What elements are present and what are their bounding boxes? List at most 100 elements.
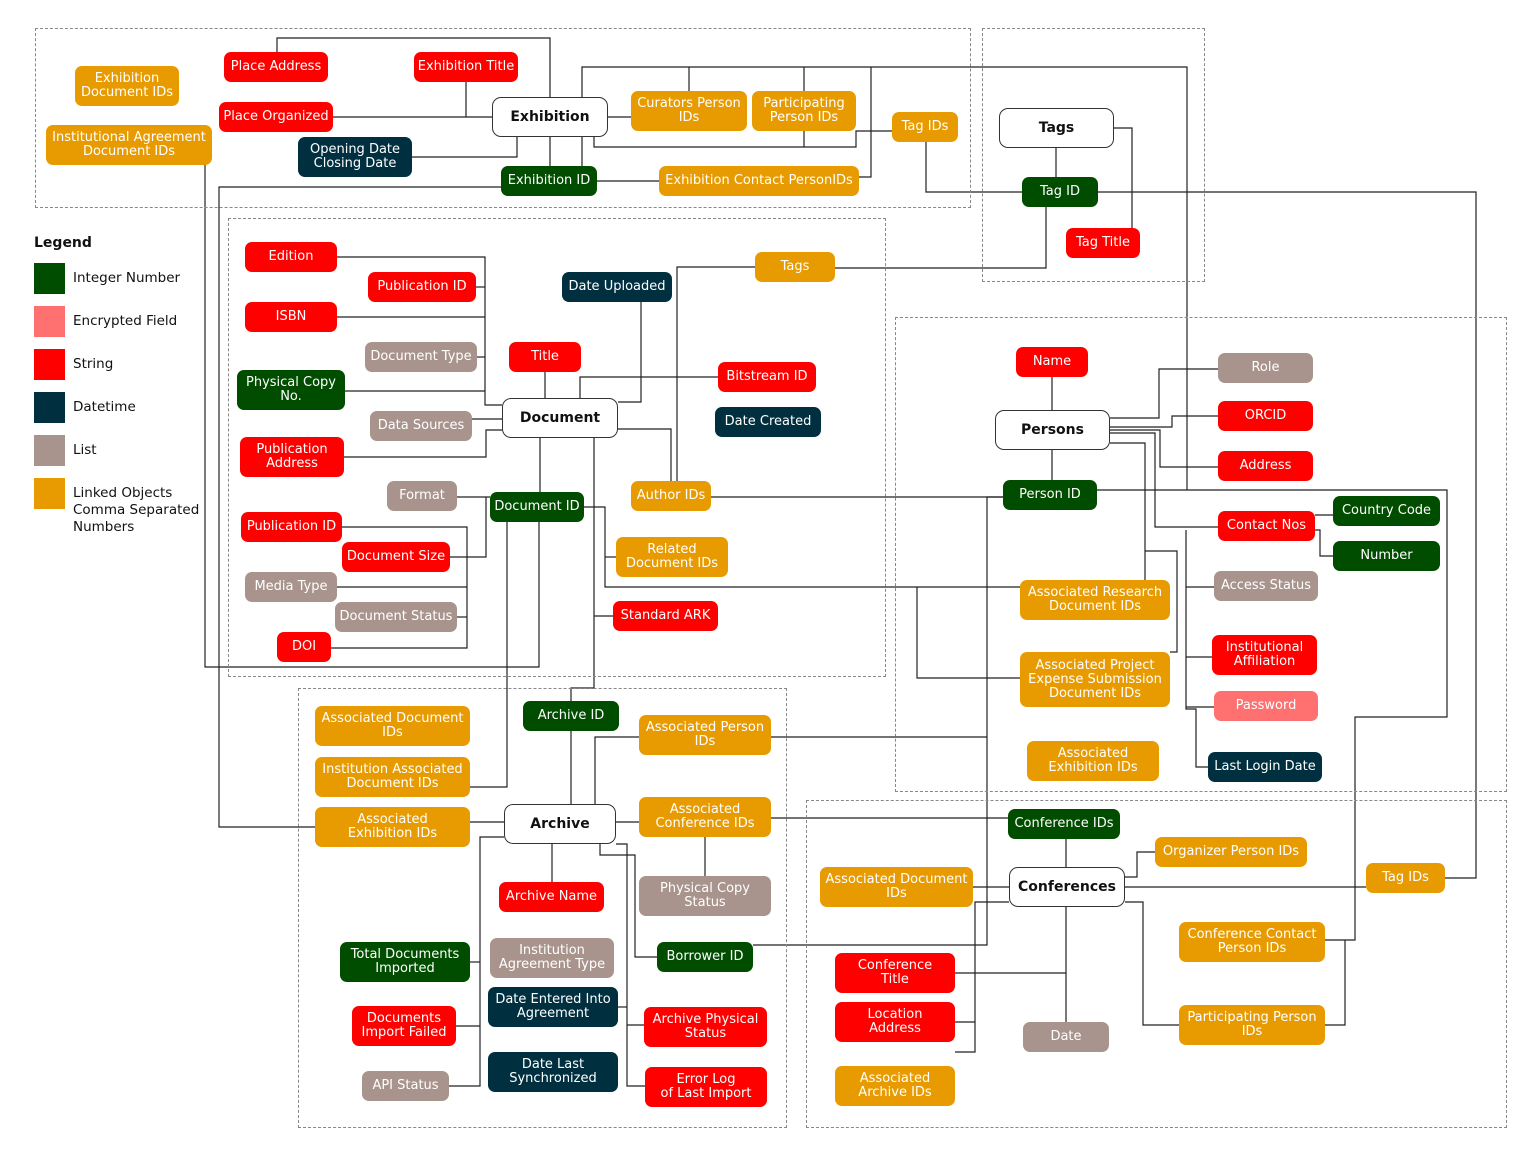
field-orcid[interactable]: ORCID	[1218, 401, 1313, 431]
connector-line	[1185, 530, 1208, 768]
field-related-docs[interactable]: Related Document IDs	[616, 537, 728, 577]
field-person-id[interactable]: Person ID	[1003, 480, 1097, 510]
field-docs-failed[interactable]: Documents Import Failed	[352, 1006, 456, 1046]
connector-line	[1098, 191, 1477, 879]
field-tag-ids-exh[interactable]: Tag IDs	[892, 112, 958, 142]
field-error-log[interactable]: Error Log of Last Import	[645, 1067, 767, 1107]
legend-item-integer: Integer Number	[34, 263, 204, 306]
field-arc-assoc-conf[interactable]: Associated Conference IDs	[639, 797, 771, 837]
field-inst-agreement-type[interactable]: Institution Agreement Type	[490, 938, 614, 978]
field-role[interactable]: Role	[1218, 353, 1313, 383]
connector-line	[276, 37, 551, 97]
field-bitstream[interactable]: Bitstream ID	[718, 362, 816, 392]
legend-label: Linked Objects Comma Separated Numbers	[73, 485, 200, 535]
field-doc-size[interactable]: Document Size	[342, 542, 450, 572]
entity-exhibition[interactable]: Exhibition	[492, 97, 608, 137]
field-date-entered[interactable]: Date Entered Into Agreement	[488, 987, 618, 1027]
field-inst-affiliation[interactable]: Institutional Affiliation	[1212, 635, 1317, 675]
field-conf-assoc-docs[interactable]: Associated Document IDs	[820, 867, 973, 907]
field-pub-id2[interactable]: Publication ID	[241, 512, 342, 542]
field-title[interactable]: Title	[509, 342, 581, 372]
field-standard-ark[interactable]: Standard ARK	[613, 601, 718, 631]
field-exh-title[interactable]: Exhibition Title	[414, 52, 518, 82]
field-format[interactable]: Format	[387, 481, 457, 511]
field-last-login[interactable]: Last Login Date	[1208, 752, 1322, 782]
field-doc-status[interactable]: Document Status	[335, 602, 457, 632]
connector-line	[676, 266, 755, 481]
entity-conferences[interactable]: Conferences	[1009, 867, 1125, 907]
field-exh-id[interactable]: Exhibition ID	[501, 166, 597, 196]
field-open-close[interactable]: Opening Date Closing Date	[298, 137, 412, 177]
connector-line	[412, 137, 518, 158]
field-conf-assoc-archive[interactable]: Associated Archive IDs	[835, 1066, 955, 1106]
field-country-code[interactable]: Country Code	[1333, 496, 1440, 526]
field-organizer-ids[interactable]: Organizer Person IDs	[1155, 837, 1307, 867]
field-place-address[interactable]: Place Address	[224, 52, 328, 82]
field-doi[interactable]: DOI	[277, 632, 331, 662]
field-inst-assoc-docs[interactable]: Institution Associated Document IDs	[315, 757, 470, 797]
field-arc-assoc-person[interactable]: Associated Person IDs	[639, 715, 771, 755]
field-exh-contact[interactable]: Exhibition Contact PersonIDs	[659, 166, 859, 196]
field-name[interactable]: Name	[1016, 347, 1088, 377]
field-isbn[interactable]: ISBN	[245, 302, 337, 332]
field-participating-exh[interactable]: Participating Person IDs	[752, 91, 856, 131]
field-assoc-project[interactable]: Associated Project Expense Submission Do…	[1020, 652, 1170, 707]
field-conf-tag-ids[interactable]: Tag IDs	[1366, 863, 1445, 893]
field-doc-type[interactable]: Document Type	[365, 342, 477, 372]
field-data-sources[interactable]: Data Sources	[370, 411, 472, 441]
field-arc-assoc-docs[interactable]: Associated Document IDs	[315, 706, 470, 746]
document-group	[228, 218, 886, 677]
field-conf-title[interactable]: Conference Title	[835, 953, 955, 993]
field-assoc-exh-persons[interactable]: Associated Exhibition IDs	[1027, 741, 1159, 781]
field-exh-doc-ids[interactable]: Exhibition Document IDs	[75, 66, 179, 106]
field-author-ids[interactable]: Author IDs	[631, 481, 711, 511]
field-conf-ids[interactable]: Conference IDs	[1008, 809, 1120, 839]
entity-tags[interactable]: Tags	[999, 108, 1114, 148]
connector-line	[835, 207, 1047, 269]
legend-swatch	[34, 306, 65, 337]
field-place-organized[interactable]: Place Organized	[219, 102, 333, 132]
connector-line	[1110, 415, 1218, 428]
field-arc-phys-status[interactable]: Archive Physical Status	[644, 1007, 767, 1047]
field-date-last-sync[interactable]: Date Last Synchronized	[488, 1052, 618, 1092]
legend-swatch	[34, 392, 65, 423]
field-address[interactable]: Address	[1218, 451, 1313, 481]
field-number[interactable]: Number	[1333, 541, 1440, 571]
field-conf-participating[interactable]: Participating Person IDs	[1179, 1005, 1325, 1045]
entity-archive[interactable]: Archive	[504, 804, 616, 844]
field-archive-name[interactable]: Archive Name	[499, 882, 604, 912]
field-conf-contact[interactable]: Conference Contact Person IDs	[1179, 922, 1325, 962]
entity-document[interactable]: Document	[502, 398, 618, 438]
field-location-address[interactable]: Location Address	[835, 1002, 955, 1042]
field-pub-address[interactable]: Publication Address	[240, 437, 344, 477]
field-assoc-research[interactable]: Associated Research Document IDs	[1020, 580, 1170, 620]
field-total-docs[interactable]: Total Documents Imported	[340, 942, 470, 982]
field-contact-nos[interactable]: Contact Nos	[1218, 511, 1315, 541]
field-tag-title[interactable]: Tag Title	[1066, 228, 1140, 258]
field-media-type[interactable]: Media Type	[245, 572, 337, 602]
field-inst-agreement[interactable]: Institutional Agreement Document IDs	[46, 125, 212, 165]
field-date-created[interactable]: Date Created	[715, 407, 821, 437]
connector-line	[470, 522, 508, 788]
field-doc-id[interactable]: Document ID	[490, 492, 584, 522]
entity-persons[interactable]: Persons	[995, 410, 1110, 450]
field-access-status[interactable]: Access Status	[1214, 571, 1318, 601]
connector-line	[579, 376, 718, 398]
field-api-status[interactable]: API Status	[362, 1071, 449, 1101]
field-date-uploaded[interactable]: Date Uploaded	[562, 272, 672, 302]
legend-label: String	[73, 356, 114, 372]
field-tags-doc[interactable]: Tags	[755, 252, 835, 282]
connector-line	[218, 186, 501, 828]
field-borrower-id[interactable]: Borrower ID	[657, 942, 753, 972]
field-phys-copy[interactable]: Physical Copy No.	[237, 370, 345, 410]
field-phys-copy-status[interactable]: Physical Copy Status	[639, 876, 771, 916]
field-curators[interactable]: Curators Person IDs	[631, 91, 747, 131]
field-tag-id[interactable]: Tag ID	[1022, 177, 1098, 207]
field-archive-id[interactable]: Archive ID	[523, 701, 619, 731]
field-password[interactable]: Password	[1214, 691, 1318, 721]
field-edition[interactable]: Edition	[245, 242, 337, 272]
field-arc-assoc-exh[interactable]: Associated Exhibition IDs	[315, 807, 470, 847]
field-conf-date[interactable]: Date	[1023, 1022, 1109, 1052]
field-pub-id[interactable]: Publication ID	[368, 272, 476, 302]
